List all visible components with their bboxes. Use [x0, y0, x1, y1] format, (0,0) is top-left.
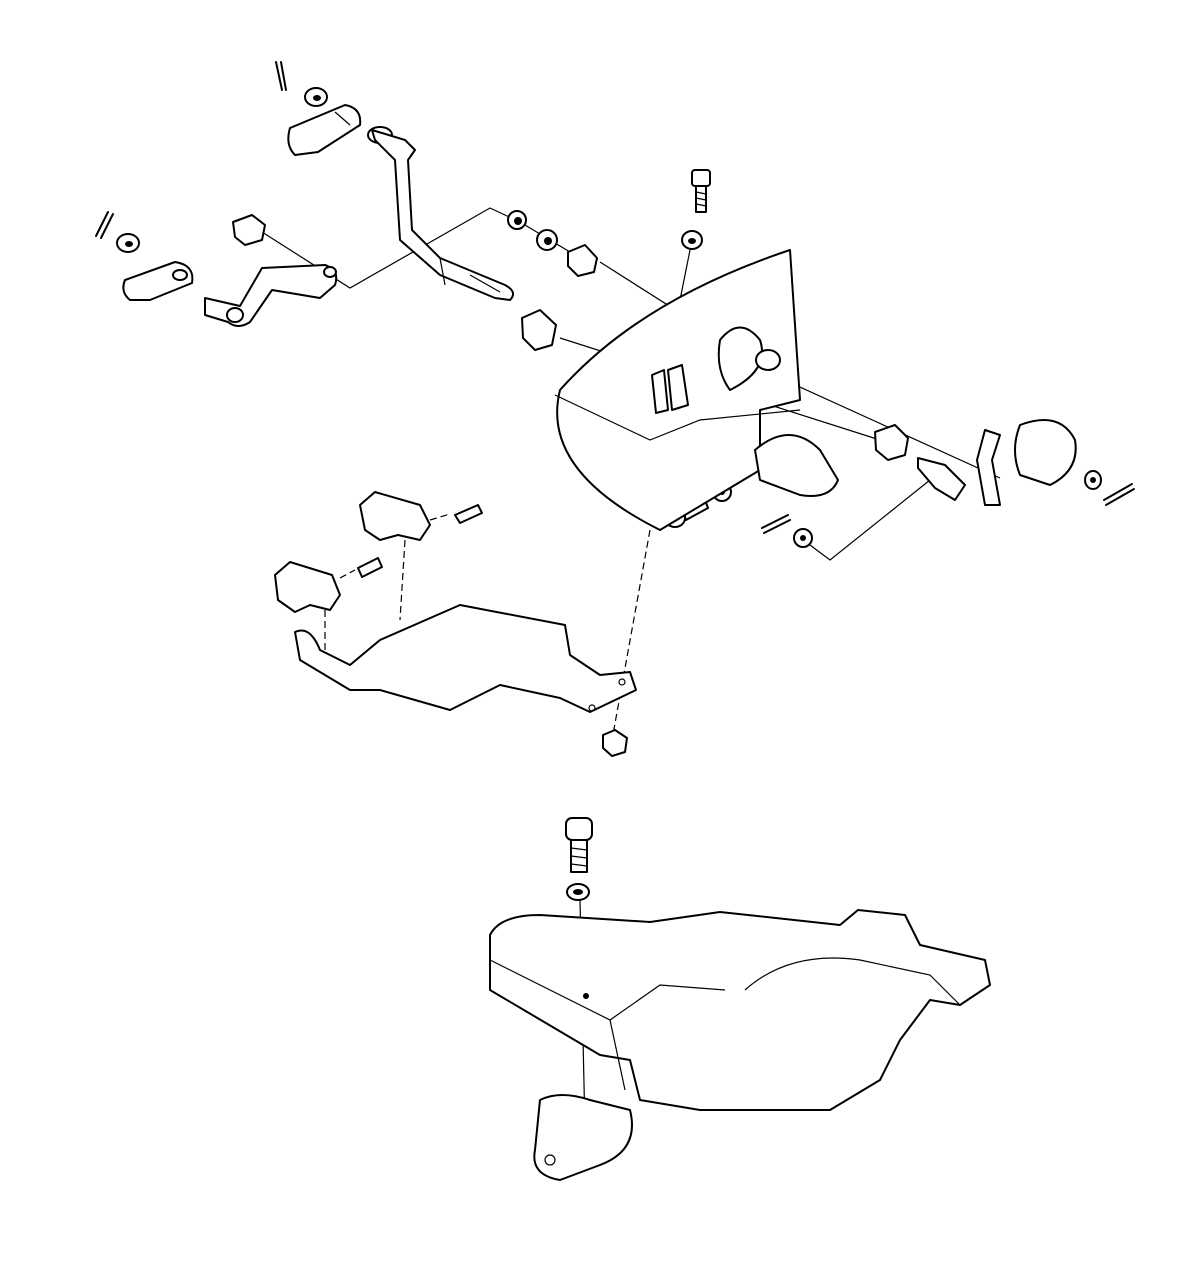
cotter-pin-right: [1103, 483, 1135, 506]
throttle-crank-lever: [367, 126, 515, 301]
manifold-casting: [489, 909, 991, 1181]
clip-lower: [274, 561, 341, 613]
nut: [874, 424, 909, 461]
washers: [116, 87, 1102, 901]
cotter-pin-lower: [761, 514, 791, 534]
carburetor-body: [554, 249, 1077, 531]
clevis-left: [122, 261, 194, 301]
washer: [1084, 470, 1102, 490]
linkage-bracket: [294, 604, 637, 713]
clevis-upper: [287, 104, 362, 156]
cotter-pin-top: [275, 61, 287, 91]
pin-lower: [357, 557, 383, 578]
choke-crank-lever: [204, 264, 338, 327]
clip-upper: [359, 491, 431, 541]
nut: [602, 729, 628, 757]
nut: [232, 214, 266, 246]
bolt-top: [691, 169, 711, 213]
bolt-bottom: [565, 817, 593, 873]
washer: [793, 528, 813, 548]
cotter-pin-left: [95, 211, 114, 239]
washer: [566, 883, 590, 901]
washer: [507, 210, 527, 230]
washer: [681, 230, 703, 250]
adjust-screw: [917, 457, 966, 501]
pin-upper: [454, 504, 483, 524]
washer: [304, 87, 328, 107]
lock-washer: [536, 229, 558, 251]
nut: [521, 309, 557, 351]
nut: [567, 244, 598, 277]
washer: [116, 233, 140, 253]
